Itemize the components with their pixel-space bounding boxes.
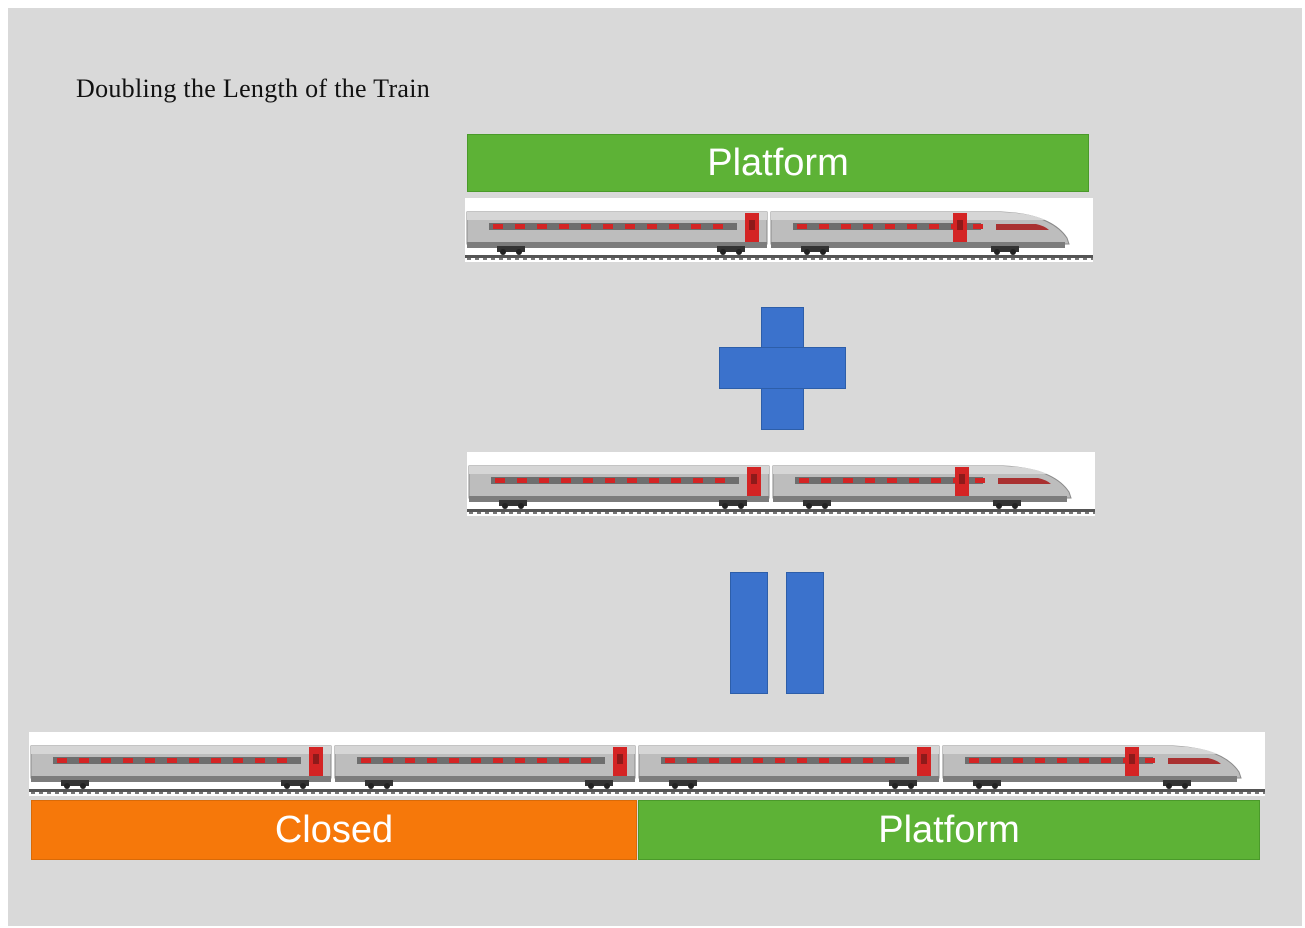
- top-platform-bar: Platform: [467, 134, 1089, 192]
- train-car: [468, 465, 770, 509]
- train-illustration: [29, 745, 1265, 794]
- train-car: [638, 745, 940, 789]
- train-car: [30, 745, 332, 789]
- train-car: [466, 211, 768, 255]
- train-two-car-second: [467, 452, 1095, 516]
- closed-bar: Closed: [31, 800, 637, 860]
- train-lead-car: [770, 211, 1070, 255]
- train-four-car: [29, 732, 1265, 796]
- rail-track: [465, 255, 1093, 260]
- train-car: [334, 745, 636, 789]
- rail-track: [29, 789, 1265, 794]
- bottom-platform-bar: Platform: [638, 800, 1260, 860]
- train-illustration: [467, 465, 1095, 514]
- rail-track: [467, 509, 1095, 514]
- diagram-title: Doubling the Length of the Train: [76, 74, 431, 103]
- train-two-car-top: [465, 198, 1093, 262]
- train-lead-car: [772, 465, 1072, 509]
- train-lead-car: [942, 745, 1242, 789]
- train-illustration: [465, 211, 1093, 260]
- bottom-platform-label: Platform: [878, 808, 1020, 851]
- top-platform-label: Platform: [707, 141, 849, 184]
- closed-label: Closed: [274, 808, 394, 851]
